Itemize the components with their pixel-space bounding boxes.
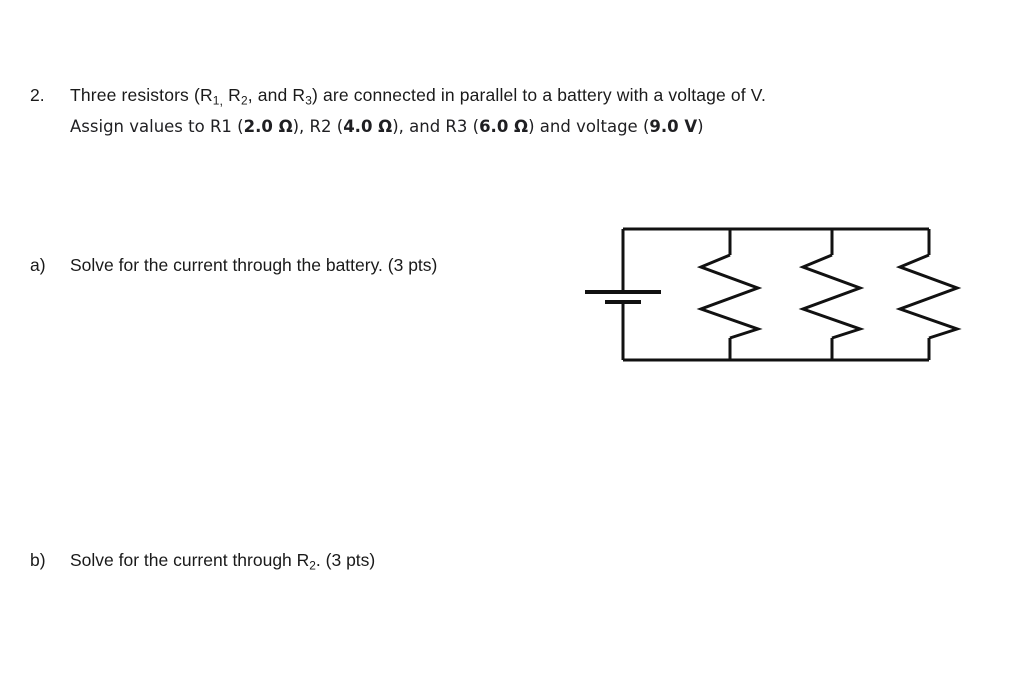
resistor-3-zigzag-icon xyxy=(895,253,962,340)
part-b-text-tail: . (3 pts) xyxy=(315,550,376,570)
circuit-svg xyxy=(585,227,962,362)
resistor-2-zigzag-icon xyxy=(798,253,865,340)
part-a: a) Solve for the current through the batt… xyxy=(30,253,437,277)
question-block: 2. Three resistors (R1, R2, and R3) are … xyxy=(30,80,960,142)
assign-text-segment: ), R2 ( xyxy=(292,117,344,136)
part-a-label: a) xyxy=(30,255,46,275)
question-text-segment: Three resistors (R xyxy=(70,85,213,105)
r3-subscript: 3 xyxy=(305,93,312,108)
resistance-value-r2: 4.0 Ω xyxy=(343,117,393,136)
assign-text-segment: Assign values to R1 ( xyxy=(70,117,244,136)
part-a-text: Solve for the current through the batter… xyxy=(70,255,438,275)
part-b: b) Solve for the current through R2. (3 p… xyxy=(30,548,375,572)
assign-text-segment: ) xyxy=(697,117,704,136)
question-statement: Three resistors (R1, R2, and R3) are con… xyxy=(70,85,767,108)
question-line-1: 2. Three resistors (R1, R2, and R3) are … xyxy=(30,80,960,110)
r1-subscript-comma: , xyxy=(219,93,224,108)
r1-subscript: 1 xyxy=(212,93,220,108)
voltage-value: 9.0 V xyxy=(649,117,698,136)
question-number: 2. xyxy=(30,85,45,105)
part-b-text: Solve for the current through R xyxy=(70,550,310,570)
resistor-1-zigzag-icon xyxy=(696,253,763,340)
question-text-segment: ) are connected in parallel to a battery… xyxy=(311,85,767,105)
resistance-value-r3: 6.0 Ω xyxy=(479,117,529,136)
assign-text-segment: ), and R3 ( xyxy=(392,117,480,136)
part-b-label: b) xyxy=(30,550,46,570)
assign-text-segment: ) and voltage ( xyxy=(528,117,650,136)
question-text-segment: R xyxy=(223,85,241,105)
question-text-segment: , and R xyxy=(247,85,306,105)
r2-subscript: 2 xyxy=(240,93,248,108)
resistance-value-r1: 2.0 Ω xyxy=(243,117,293,136)
assign-values-line: Assign values to R1 (2.0 Ω), R2 (4.0 Ω),… xyxy=(70,111,955,142)
circuit-diagram xyxy=(575,205,975,385)
part-b-r2-subscript: 2 xyxy=(309,558,316,573)
